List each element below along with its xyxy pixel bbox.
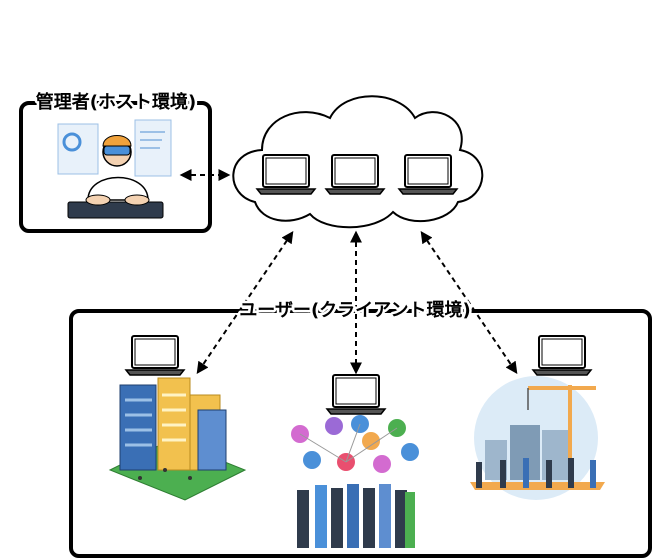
user-box bbox=[69, 309, 652, 558]
user-label: ユーザー(クライアント環境) bbox=[239, 299, 470, 321]
office-buildings-illustration bbox=[108, 377, 247, 501]
daas-title: DaaS bbox=[286, 62, 431, 120]
admin-illustration bbox=[57, 119, 172, 219]
cloud-user-left-arrow bbox=[196, 231, 294, 374]
admin-label: 管理者(ホスト環境) bbox=[36, 91, 196, 113]
user-laptop-construction bbox=[532, 335, 592, 376]
construction-site-illustration bbox=[470, 376, 605, 500]
cloud-user-right-arrow bbox=[420, 231, 518, 374]
business-team-illustration bbox=[291, 415, 419, 548]
user-laptop-team bbox=[326, 374, 386, 415]
user-laptop-office bbox=[125, 335, 185, 376]
